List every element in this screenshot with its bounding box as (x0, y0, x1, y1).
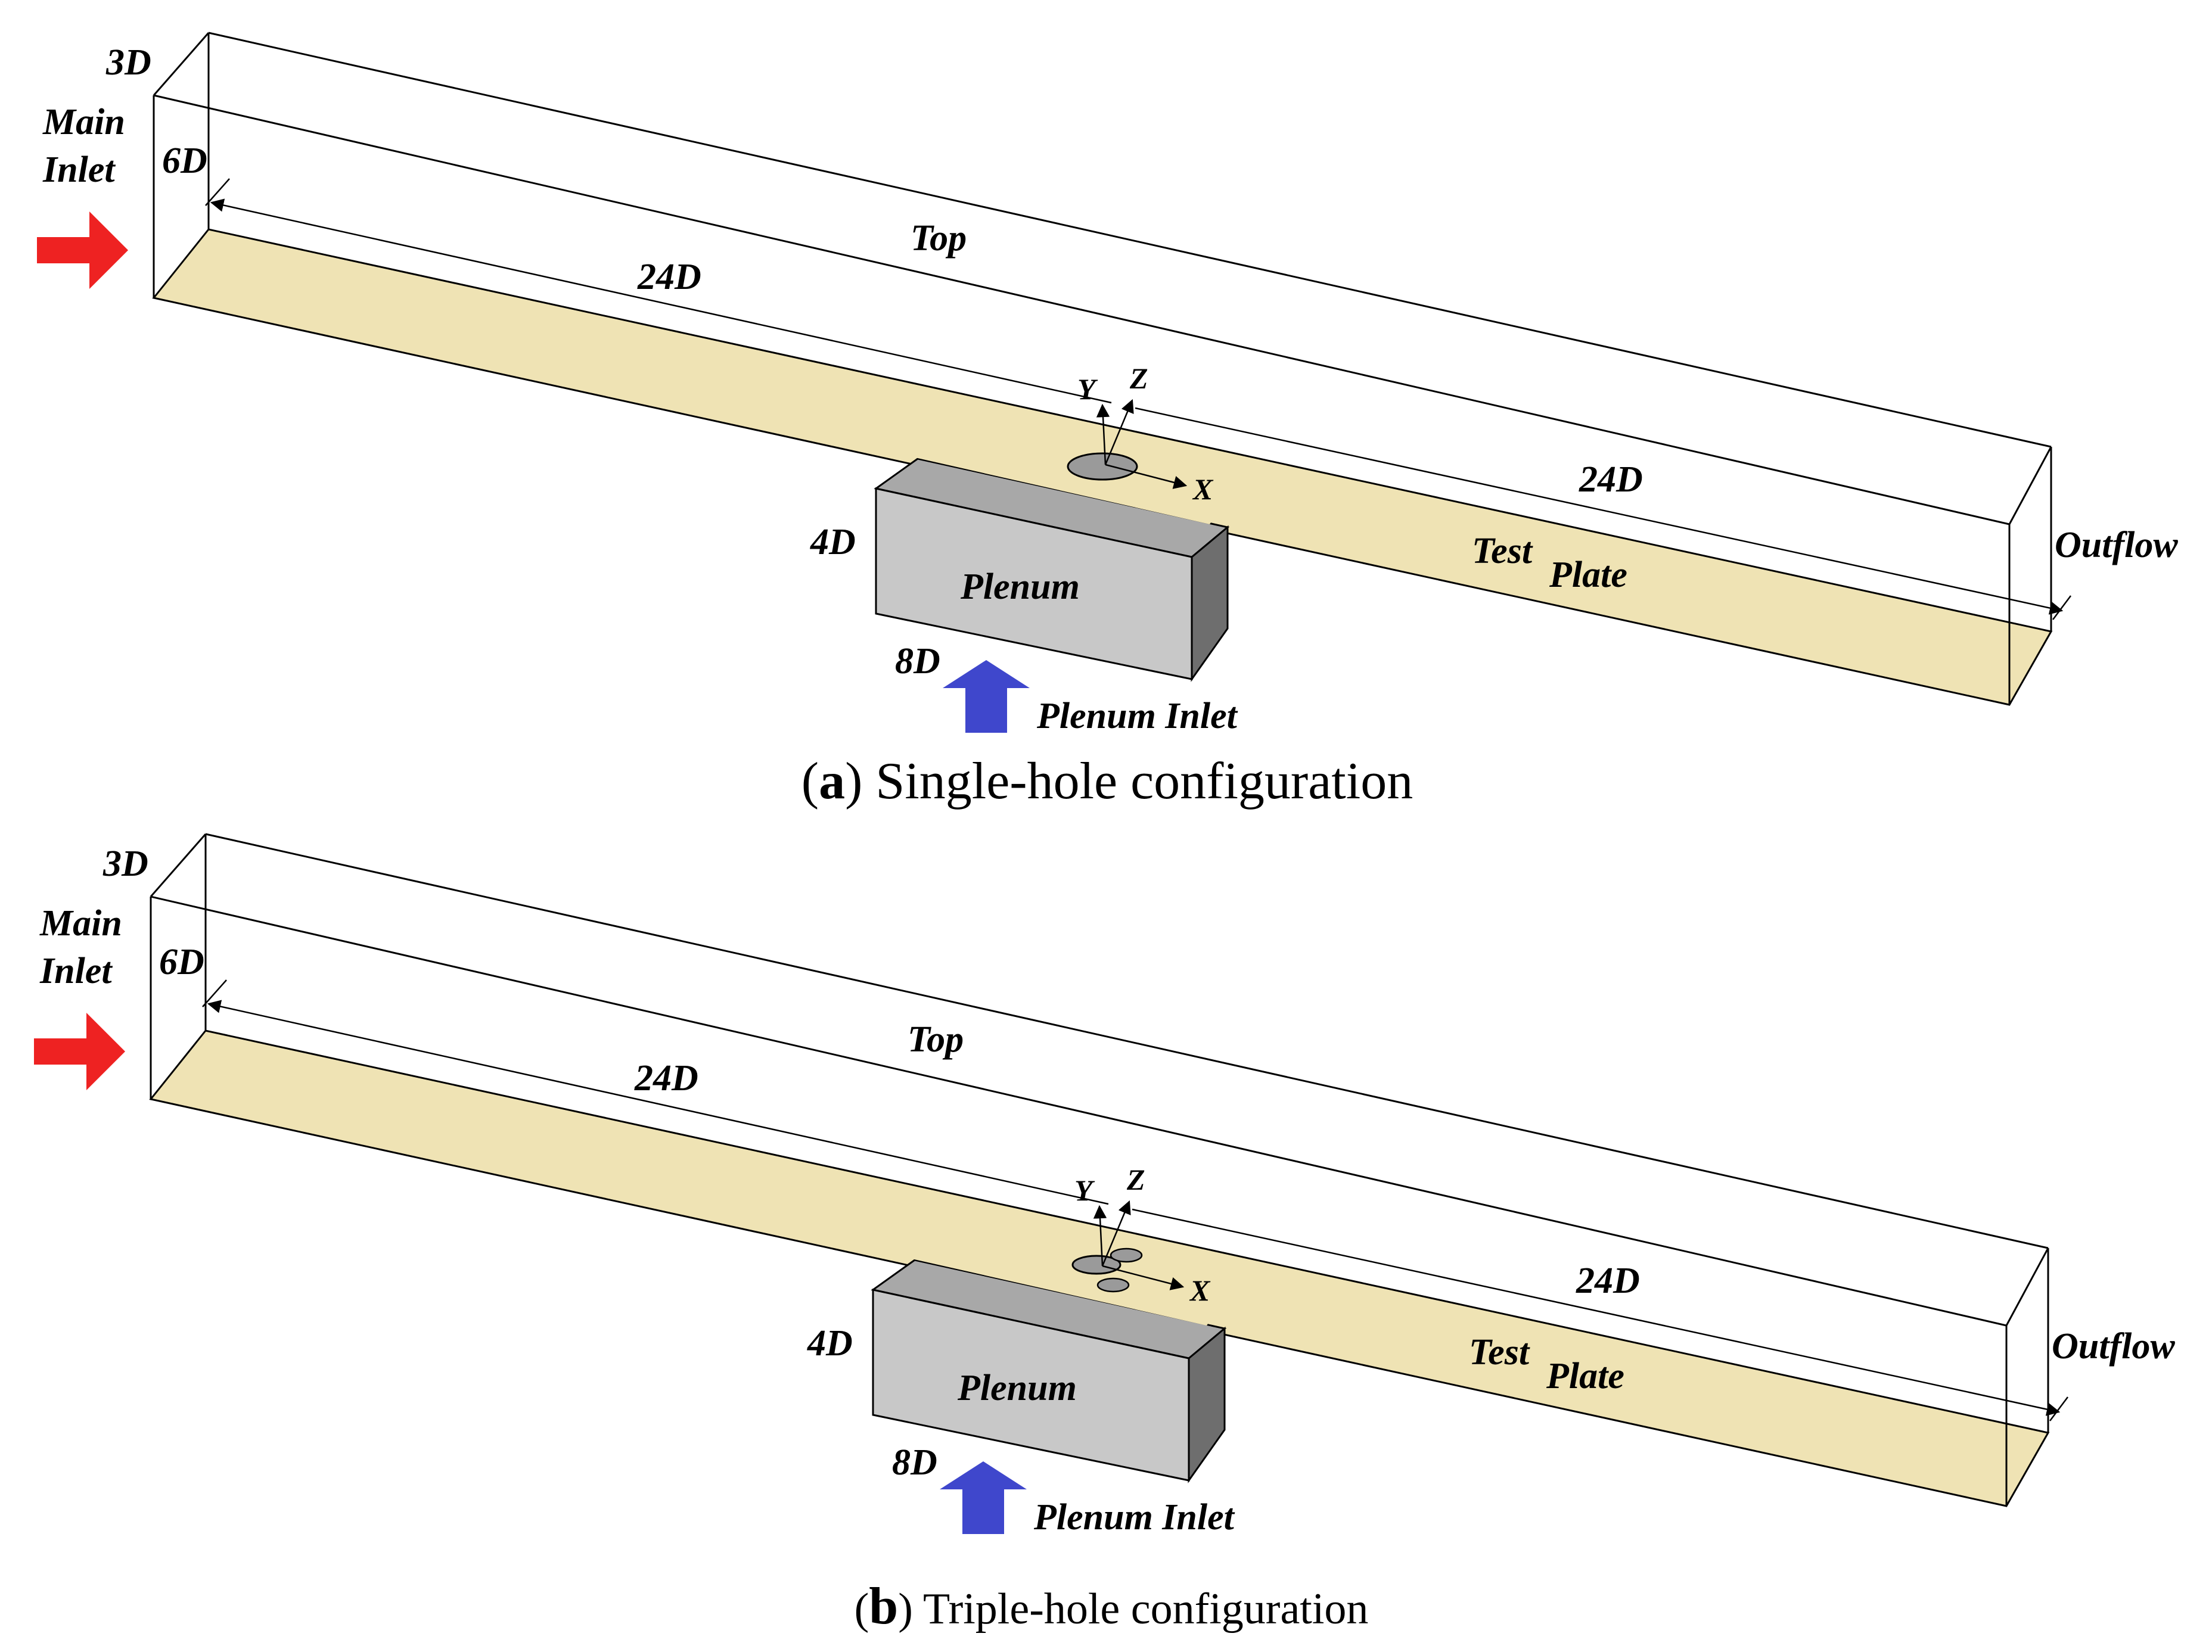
plenum-height-label: 4D (810, 522, 856, 562)
downstream-length-label: 24D (1576, 1261, 1640, 1301)
width-label: 6D (159, 942, 204, 982)
test-label: Test (1469, 1332, 1530, 1373)
axis-x-label: X (1189, 1274, 1211, 1307)
panel-triple-hole: 3D Main Inlet 6D Top 24D 24D Y Z X 4D Pl… (34, 833, 2175, 1635)
width-label: 6D (162, 141, 207, 181)
plenum-inlet-arrow (940, 1461, 1027, 1534)
height-label: 3D (105, 42, 151, 83)
caption-b: (b) Triple-hole configuration (855, 1578, 1369, 1635)
plenum-inlet-label: Plenum Inlet (1033, 1497, 1235, 1538)
outflow-label: Outflow (2052, 1326, 2175, 1367)
main-inlet-label: Main (42, 102, 125, 142)
caption-b-letter: b (869, 1578, 898, 1635)
axis-z-label: Z (1129, 362, 1148, 395)
top-label: Top (911, 218, 967, 259)
dim-line-downstream (1132, 1208, 2061, 1416)
caption-a: (a) Single-hole configuration (801, 752, 1413, 810)
domain-box (153, 32, 2052, 705)
plate-label: Plate (1549, 555, 1627, 595)
hole-upper (1110, 1247, 1143, 1263)
plenum-length-label: 8D (895, 641, 940, 682)
plenum-box (871, 1259, 1227, 1483)
axis-x-label: X (1192, 472, 1214, 506)
coordinate-axes (1093, 1200, 1185, 1290)
main-inlet-arrow (34, 1013, 125, 1090)
main-inlet-arrow (37, 211, 128, 289)
plenum-label: Plenum (957, 1368, 1077, 1408)
caption-b-text: Triple-hole configuration (923, 1585, 1368, 1634)
main-inlet-label-2: Inlet (42, 150, 116, 190)
test-label: Test (1472, 531, 1533, 571)
plenum-label: Plenum (960, 567, 1080, 607)
plenum-height-label: 4D (807, 1323, 853, 1364)
height-label: 3D (102, 844, 148, 884)
outflow-label: Outflow (2055, 525, 2178, 565)
domain-box (150, 833, 2049, 1506)
hole-lower (1096, 1277, 1130, 1293)
plenum-inlet-label: Plenum Inlet (1036, 696, 1238, 736)
dim-line-downstream (1135, 407, 2064, 615)
upstream-length-label: 24D (634, 1058, 698, 1099)
axis-z-label: Z (1126, 1163, 1145, 1196)
main-inlet-label-2: Inlet (39, 951, 113, 991)
plate-label: Plate (1546, 1356, 1624, 1396)
main-inlet-label: Main (39, 903, 122, 944)
axis-y-label: Y (1077, 372, 1098, 406)
dim-line-upstream (210, 198, 1112, 404)
axis-y-label: Y (1074, 1174, 1095, 1207)
plenum-box (874, 458, 1230, 682)
downstream-length-label: 24D (1579, 459, 1643, 500)
plenum-length-label: 8D (892, 1442, 937, 1483)
upstream-length-label: 24D (637, 257, 701, 297)
caption-a-text: Single-hole configuration (875, 752, 1413, 810)
panel-single-hole: 3D Main Inlet 6D Top 24D 24D Y Z X 4D Pl… (37, 32, 2178, 810)
hole (1067, 452, 1138, 481)
dim-line-upstream (207, 1000, 1109, 1205)
caption-a-letter: a (819, 752, 845, 810)
plenum-inlet-arrow (943, 660, 1030, 733)
coordinate-axes (1096, 399, 1188, 489)
hole-center (1071, 1255, 1121, 1275)
top-label: Top (908, 1019, 964, 1060)
